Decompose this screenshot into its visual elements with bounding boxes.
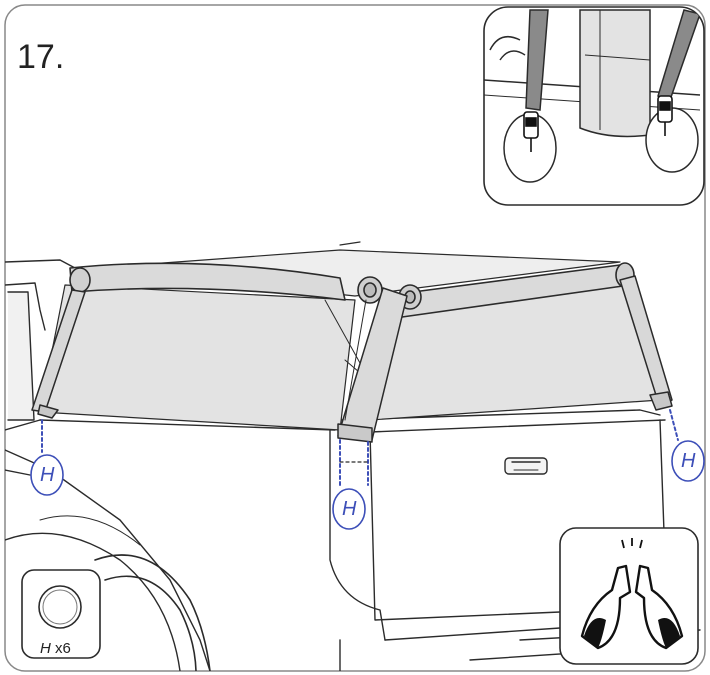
right-post (619, 275, 673, 411)
inset-detail (483, 6, 705, 206)
step-number: 17. (17, 38, 65, 76)
hook-clip-icon (657, 95, 673, 136)
callout-h-left-label: H (40, 464, 55, 486)
hook-clip-icon (523, 111, 539, 152)
callout-h-center-label: H (342, 498, 357, 520)
tailgate-handle (504, 457, 548, 475)
cover-panel (39, 249, 661, 431)
wheel-arch (94, 554, 211, 671)
parts-letter: H (40, 640, 51, 657)
parts-box (21, 569, 101, 659)
center-post (337, 287, 408, 443)
truck-cab (5, 259, 211, 671)
callout-h-right-label: H (681, 450, 696, 472)
callout-h-center (332, 488, 366, 530)
callout-h-left (30, 454, 64, 496)
parts-quantity-label: H x6 (40, 640, 71, 657)
left-post (31, 289, 86, 419)
callout-h-right (671, 440, 705, 482)
hook-guides (41, 409, 679, 486)
cheers-bottles-icon (559, 527, 699, 665)
parts-quantity: x6 (55, 640, 71, 657)
